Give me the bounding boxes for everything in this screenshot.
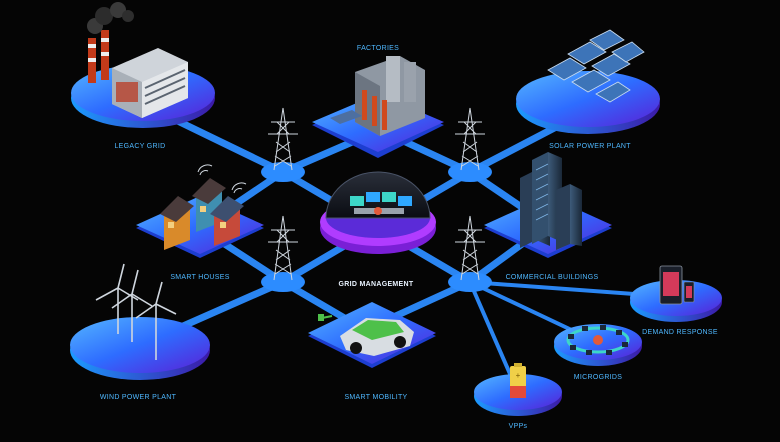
pylon-icon — [268, 107, 298, 171]
wind-plant-node — [70, 263, 210, 380]
pylon-icon — [268, 215, 298, 281]
pylon-icon — [455, 107, 485, 171]
hub-top-right — [448, 162, 492, 182]
hub-bottom-left — [261, 272, 305, 292]
power-plant-icon — [87, 2, 188, 118]
commercial-buildings-label: COMMERCIAL BUILDINGS — [505, 274, 599, 281]
grid-management-label: GRID MANAGEMENT — [338, 281, 414, 288]
smart-mobility-node — [308, 302, 436, 368]
charging-plug-icon — [318, 314, 333, 321]
vpps-label: VPPs — [508, 423, 528, 430]
solar-panel-icon — [547, 29, 645, 103]
wind-power-plant-label: WIND POWER PLANT — [99, 394, 177, 401]
electric-car-icon — [340, 318, 414, 356]
smart-houses-node — [136, 164, 264, 258]
house-icon — [160, 178, 244, 250]
pylon-icon — [455, 215, 485, 281]
hub-bottom-right — [448, 272, 492, 292]
factories-node — [312, 56, 444, 158]
solar-power-plant-label: SOLAR POWER PLANT — [549, 143, 631, 150]
control-room-icon — [350, 192, 412, 215]
legacy-grid-node — [71, 2, 215, 128]
transmission-towers — [268, 107, 485, 281]
microgrid-ring-icon — [566, 325, 630, 355]
microgrids-label: MICROGRIDS — [573, 374, 623, 381]
factory-icon — [330, 56, 425, 136]
svg-text:+: + — [516, 371, 521, 380]
link-vpps — [468, 280, 519, 392]
smart-mobility-label: SMART MOBILITY — [344, 394, 408, 401]
legacy-grid-label: LEGACY GRID — [114, 143, 166, 150]
smartphone-icon — [659, 265, 695, 305]
wifi-icon — [197, 164, 247, 194]
grid-management-node — [320, 171, 436, 254]
demand-response-node — [630, 265, 722, 322]
hub-top-left — [261, 162, 305, 182]
junction-hubs — [261, 162, 492, 292]
battery-icon: + — [510, 363, 526, 398]
commercial-buildings-node — [484, 152, 612, 258]
wind-turbine-icon — [95, 263, 177, 360]
factories-label: FACTORIES — [356, 45, 400, 52]
microgrids-node — [554, 324, 642, 366]
vpps-node: + — [474, 363, 562, 416]
solar-plant-node — [516, 29, 660, 134]
office-tower-icon — [520, 152, 582, 250]
smart-houses-label: SMART HOUSES — [170, 274, 230, 281]
demand-response-label: DEMAND RESPONSE — [642, 329, 718, 336]
